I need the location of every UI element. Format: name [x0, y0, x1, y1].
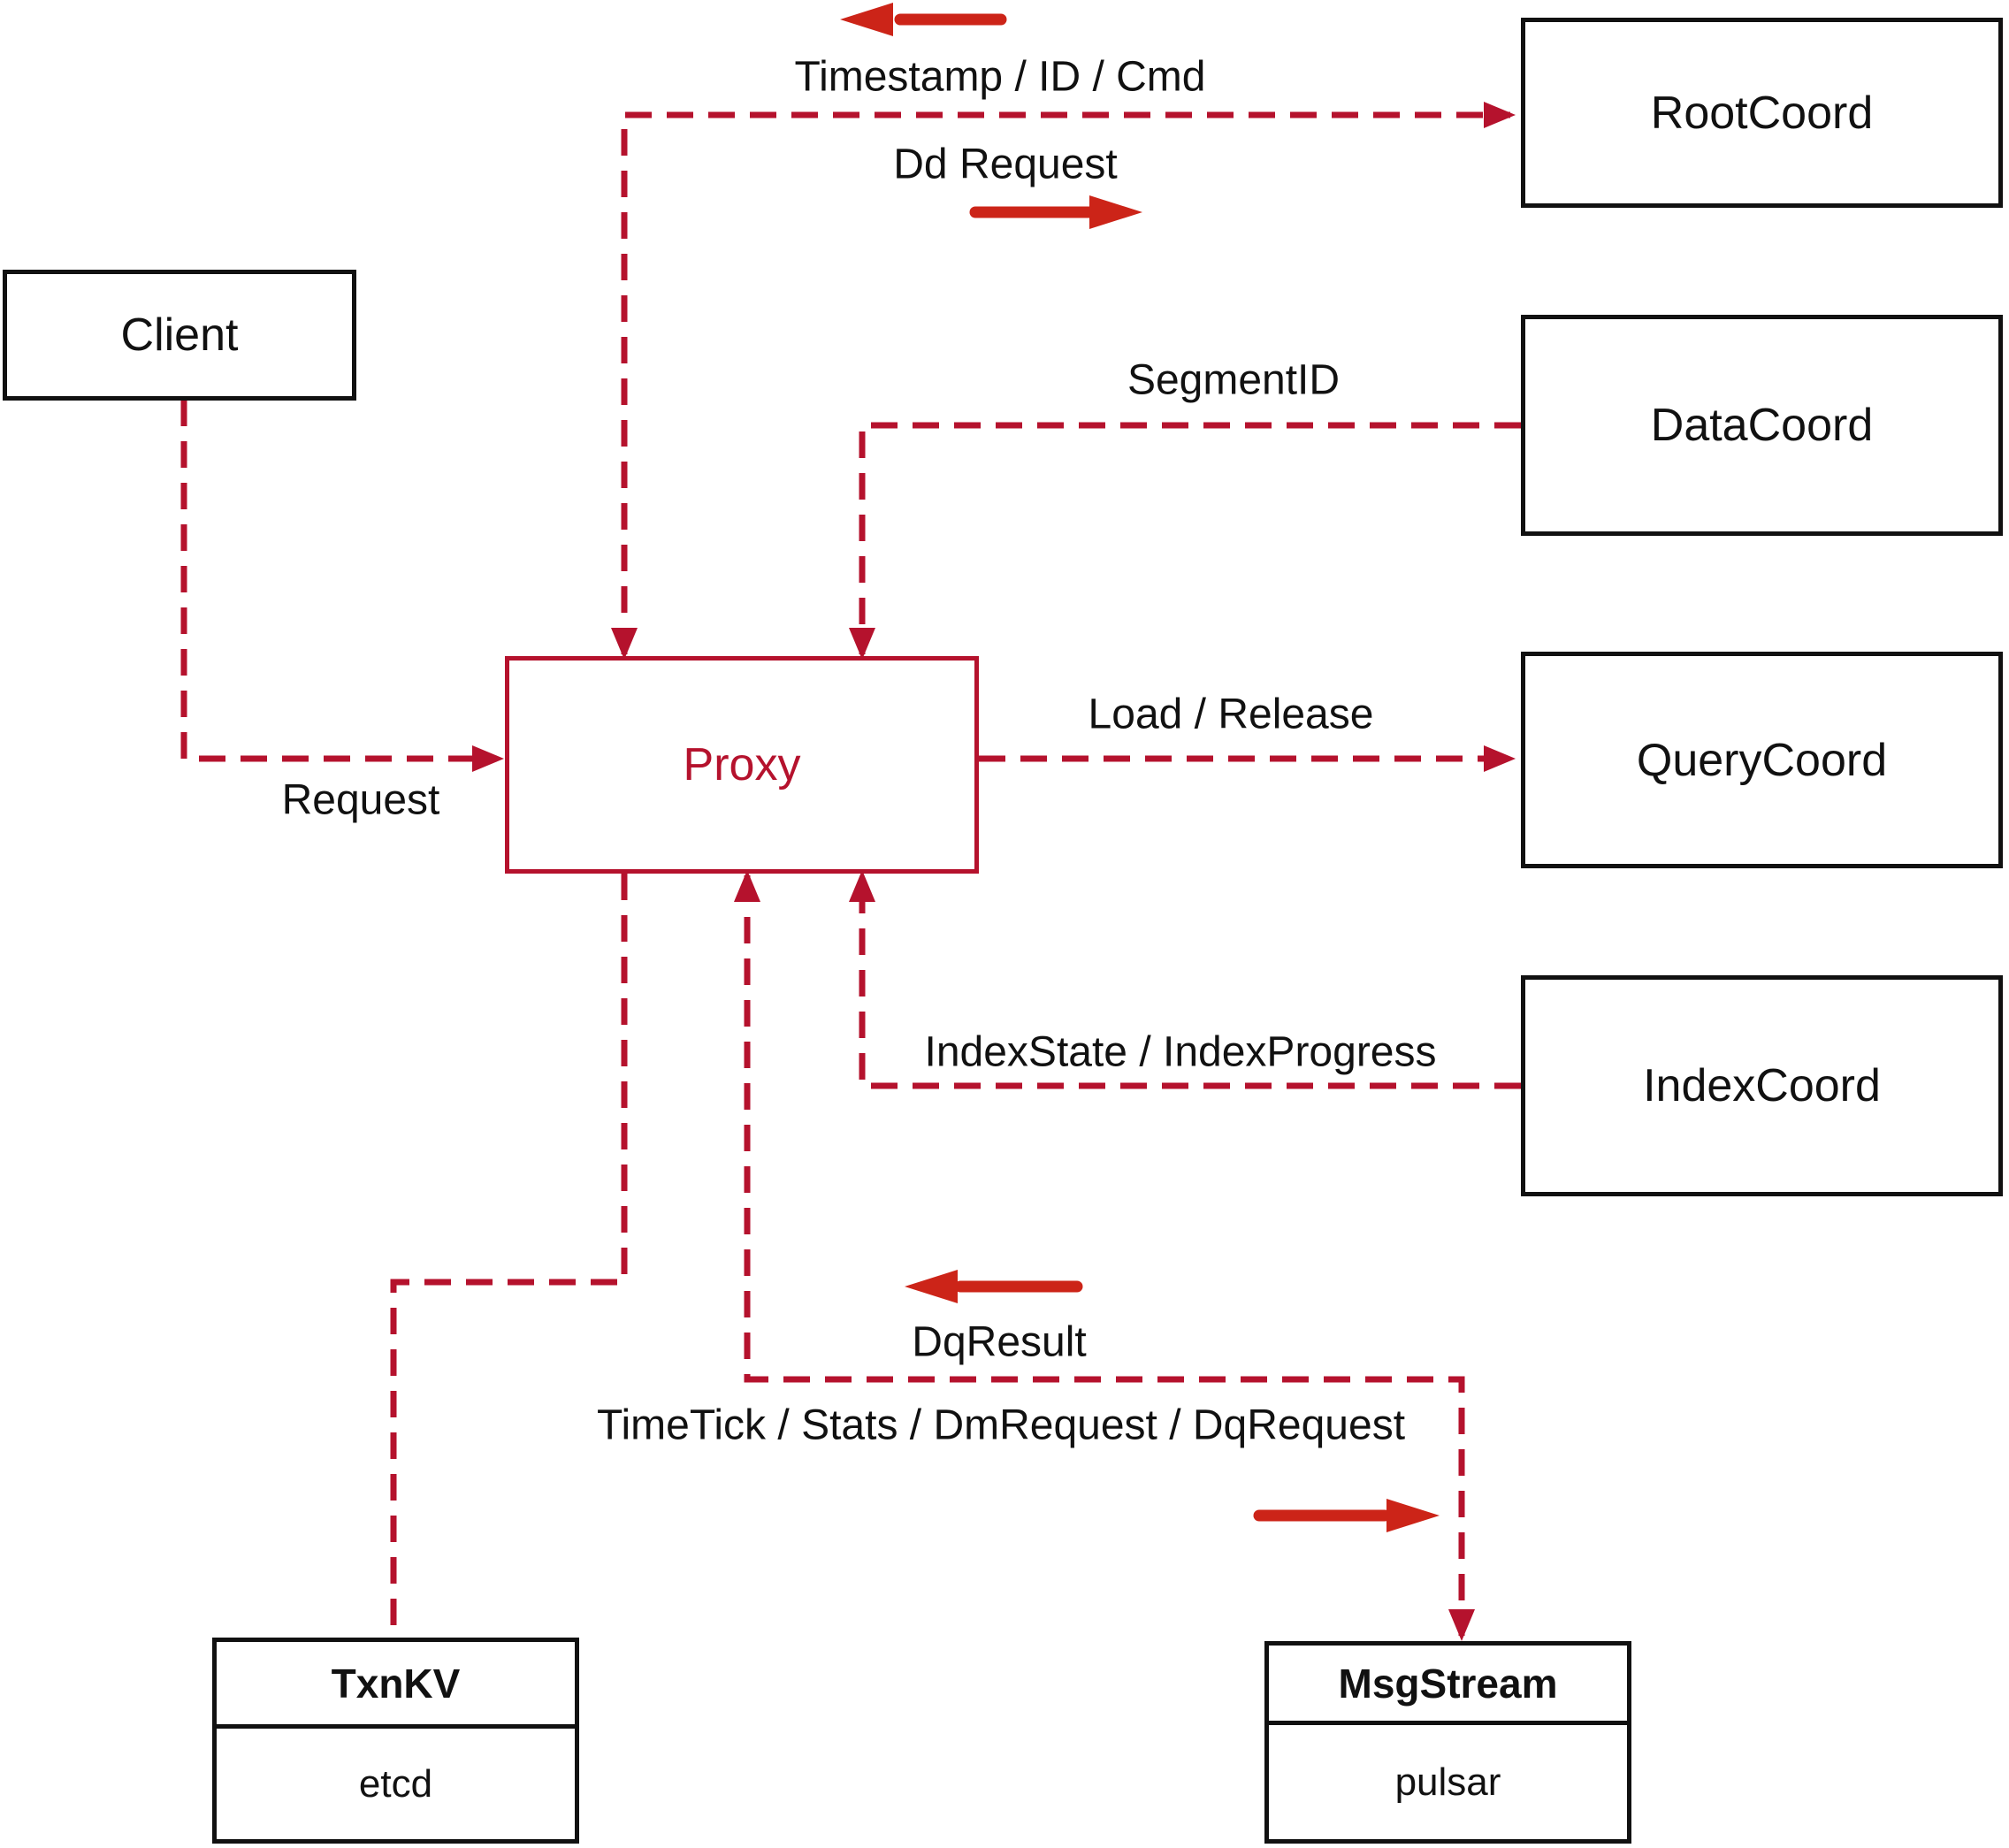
node-indexcoord: IndexCoord — [1521, 975, 2003, 1196]
msgstream-implementation: pulsar — [1394, 1760, 1501, 1804]
node-querycoord: QueryCoord — [1521, 652, 2003, 868]
arrowhead-into-proxy-left — [472, 745, 504, 772]
arrowhead-into-querycoord — [1484, 745, 1516, 772]
node-txnkv: TxnKV etcd — [212, 1638, 579, 1844]
arrowhead-into-rootcoord — [1484, 102, 1516, 128]
direction-arrow-left-dqresult-head — [905, 1270, 958, 1303]
edge-indexcoord-to-proxy — [859, 875, 1521, 1089]
rootcoord-label: RootCoord — [1650, 87, 1874, 139]
node-client: Client — [3, 270, 356, 401]
node-proxy: Proxy — [505, 656, 979, 874]
arrowhead-into-proxy-bottom-left — [734, 870, 760, 902]
arrowhead-into-proxy-top-right — [849, 628, 875, 660]
node-datacoord: DataCoord — [1521, 315, 2003, 536]
arrowhead-into-proxy-bottom-right — [849, 870, 875, 902]
arrowhead-into-proxy-top-left — [611, 628, 638, 660]
indexcoord-label: IndexCoord — [1643, 1060, 1881, 1111]
proxy-label: Proxy — [683, 739, 801, 790]
edge-label-timestamp-id-cmd: Timestamp / ID / Cmd — [794, 53, 1206, 101]
edge-proxy-msgstream — [744, 875, 1465, 1636]
edge-label-segment-id: SegmentID — [1127, 356, 1341, 404]
node-rootcoord: RootCoord — [1521, 18, 2003, 208]
edge-proxy-to-txnkv — [390, 874, 628, 1638]
direction-arrow-right-ddrequest-head — [1089, 195, 1142, 229]
direction-arrow-right-timetick-head — [1386, 1499, 1440, 1532]
direction-arrow-left-timestamp-head — [840, 3, 893, 36]
edge-client-to-proxy — [180, 400, 497, 762]
edge-label-load-release: Load / Release — [1088, 691, 1374, 738]
node-msgstream: MsgStream pulsar — [1264, 1641, 1631, 1844]
edge-label-dqresult: DqResult — [912, 1318, 1087, 1366]
edge-datacoord-to-proxy — [859, 422, 1521, 654]
edge-label-dd-request: Dd Request — [893, 141, 1118, 188]
txnkv-title: TxnKV — [217, 1642, 575, 1729]
edge-label-timetick-stats-dmrequest-dqrequest: TimeTick / Stats / DmRequest / DqRequest — [596, 1401, 1406, 1449]
edge-label-request: Request — [281, 776, 440, 824]
datacoord-label: DataCoord — [1650, 400, 1874, 451]
querycoord-label: QueryCoord — [1636, 734, 1888, 786]
msgstream-title: MsgStream — [1269, 1646, 1627, 1725]
txnkv-implementation: etcd — [358, 1761, 433, 1806]
edge-proxy-rootcoord — [621, 111, 1510, 654]
arrowhead-into-msgstream — [1448, 1609, 1475, 1641]
client-label: Client — [120, 309, 239, 361]
edge-label-indexstate-indexprogress: IndexState / IndexProgress — [924, 1028, 1437, 1076]
